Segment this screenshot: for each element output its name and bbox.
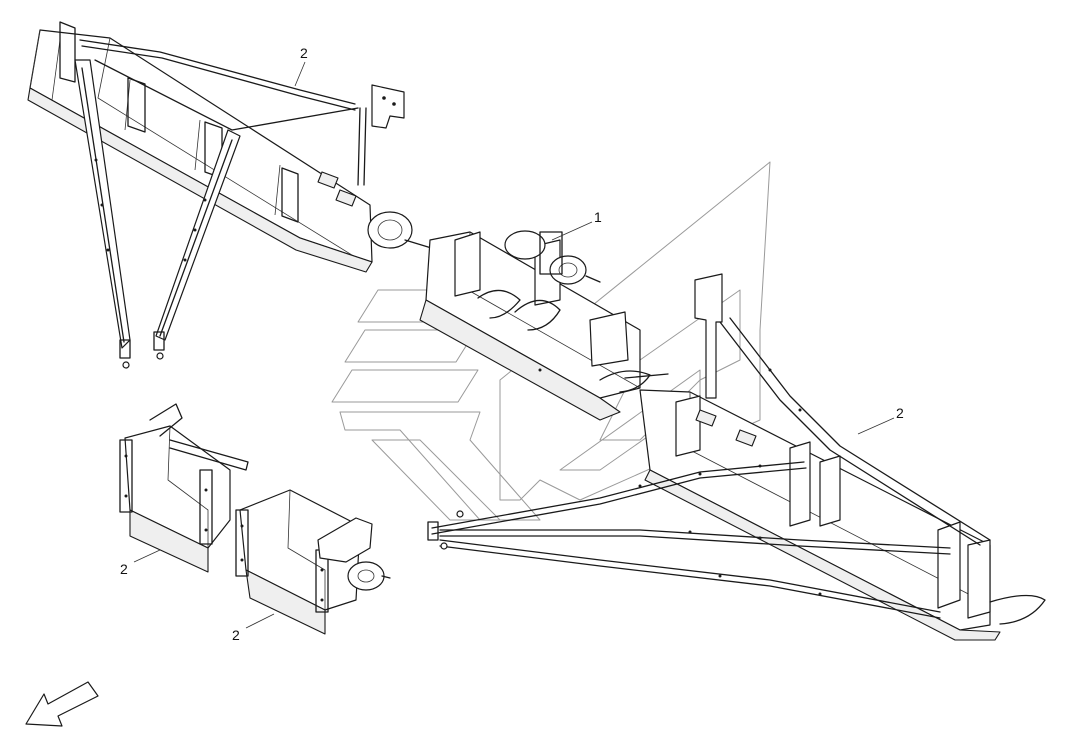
right-boom xyxy=(427,273,1046,641)
callout-label-lower-section: 2 xyxy=(232,627,240,643)
lower-loose-section xyxy=(235,489,391,635)
callout-label-left-section: 2 xyxy=(120,561,128,577)
callout-label-left-upper: 2 xyxy=(300,45,308,61)
center-frame xyxy=(419,230,669,421)
callout-label-center: 1 xyxy=(594,209,602,225)
direction-arrow-icon xyxy=(25,681,99,727)
upper-left-boom xyxy=(27,21,439,369)
callout-leaders xyxy=(133,61,895,629)
left-loose-section xyxy=(119,403,249,573)
callout-label-right: 2 xyxy=(896,405,904,421)
